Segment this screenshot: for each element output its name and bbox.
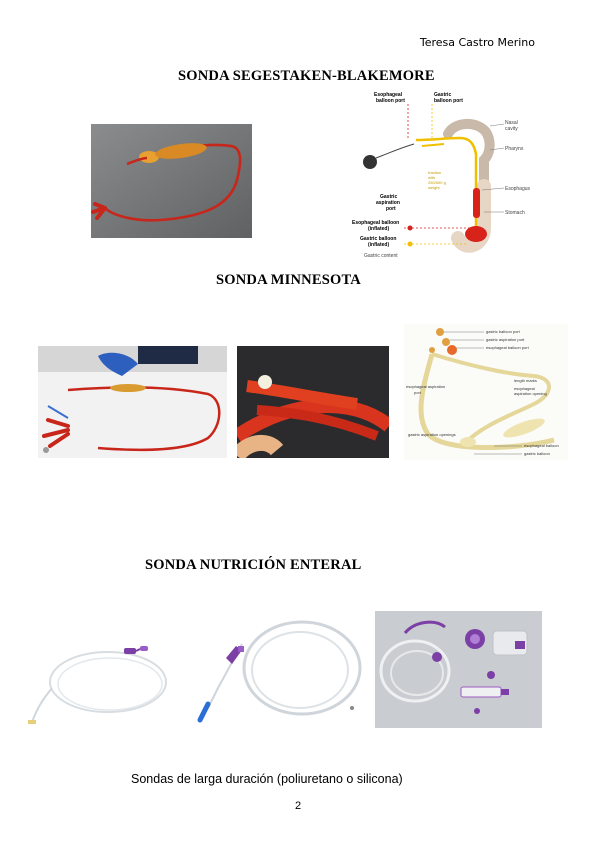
label-nasal-2: cavity <box>505 126 518 132</box>
enteral-photo-accessories <box>375 611 542 728</box>
label-aspiration-1: Gastric <box>380 194 397 200</box>
minnesota-photo-ports <box>237 346 389 458</box>
label-gastric-port-2: balloon port <box>434 98 463 104</box>
label-gastric-content: Gastric content <box>364 253 398 259</box>
label-esophagus: Esophagus <box>505 186 531 192</box>
label-mn-gastric-balloon: gastric balloon <box>524 451 550 456</box>
label-traction-4: weight <box>428 185 440 190</box>
enteral-photo-guide <box>182 608 370 728</box>
label-aspiration-3: port <box>386 206 396 212</box>
label-pharynx: Pharynx <box>505 146 524 152</box>
label-gastric-inflated-2: (inflated) <box>368 242 389 248</box>
segestaken-diagram: Esophageal balloon port Gastric balloon … <box>352 88 542 260</box>
segestaken-photo <box>91 124 252 238</box>
minnesota-diagram: gastric balloon port gastric aspiration … <box>404 324 568 460</box>
enteral-caption: Sondas de larga duración (poliuretano o … <box>131 772 403 786</box>
label-mn-gastric-asp-port: gastric aspiration port <box>486 337 525 342</box>
enteral-photo-coil <box>28 626 176 744</box>
section-title-segestaken: SONDA SEGESTAKEN-BLAKEMORE <box>178 68 435 84</box>
label-mn-esoph-asp-port-2: port <box>414 390 422 395</box>
page-number: 2 <box>295 800 302 812</box>
label-aspiration-2: aspiration <box>376 200 400 206</box>
label-esoph-inflated-2: (inflated) <box>368 226 389 232</box>
label-traction-3: 250/500 g <box>428 180 446 185</box>
label-mn-length-marks: length marks <box>514 378 537 383</box>
label-stomach: Stomach <box>505 210 525 216</box>
label-mn-gastric-asp-openings: gastric aspiration openings <box>408 432 456 437</box>
label-esoph-inflated-1: Esophageal balloon <box>352 220 399 226</box>
label-mn-esoph-asp-open-2: aspiration opening <box>514 391 547 396</box>
author-name: Teresa Castro Merino <box>419 36 535 49</box>
label-mn-esoph-asp-port-1: esophageal aspiration <box>406 384 445 389</box>
label-mn-esoph-asp-open-1: esophageal <box>514 386 535 391</box>
label-nasal-1: Nasal <box>505 120 518 126</box>
label-gastric-port-1: Gastric <box>434 92 451 98</box>
minnesota-photo-hand <box>38 346 227 458</box>
label-esophageal-port-1: Esophageal <box>374 92 403 98</box>
label-mn-gastric-port: gastric balloon port <box>486 329 521 334</box>
section-title-minnesota: SONDA MINNESOTA <box>216 272 361 288</box>
label-traction-1: traction <box>428 170 441 175</box>
label-gastric-inflated-1: Gastric balloon <box>360 236 396 242</box>
label-esophageal-port-2: balloon port <box>376 98 405 104</box>
label-traction-2: with <box>428 175 435 180</box>
section-title-enteral: SONDA NUTRICIÓN ENTERAL <box>145 557 362 573</box>
label-mn-esoph-port: esophageal balloon port <box>486 345 530 350</box>
label-mn-esoph-balloon: esophageal balloon <box>524 443 559 448</box>
